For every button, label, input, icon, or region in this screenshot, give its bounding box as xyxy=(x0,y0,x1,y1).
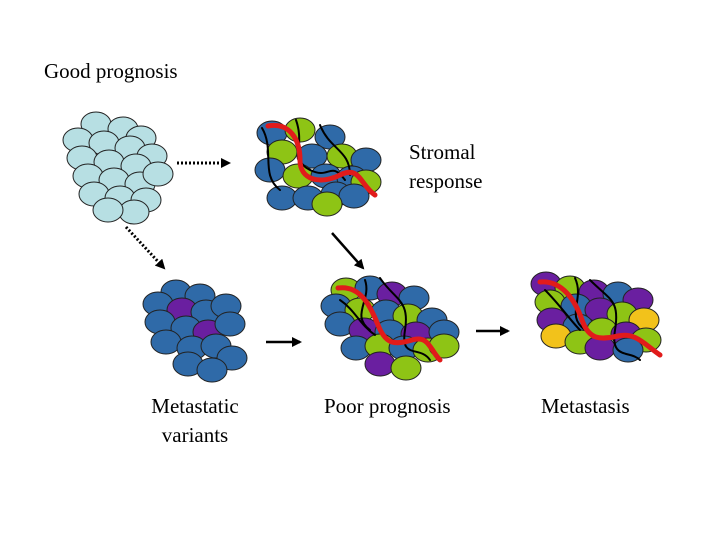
blood-vessel xyxy=(335,285,443,363)
normal-cell-cluster xyxy=(62,111,174,225)
stromal-cell xyxy=(311,191,343,217)
blood-vessel xyxy=(265,122,378,198)
metastasis-label: Metastasis xyxy=(541,394,630,418)
metastatic-variants-label-line2: variants xyxy=(161,423,229,447)
fiber xyxy=(544,289,581,331)
tumor-cell xyxy=(150,329,182,355)
normal-cell xyxy=(118,199,150,225)
tumor-cell xyxy=(338,183,370,209)
tumor-cell xyxy=(196,357,228,383)
fiber xyxy=(379,277,431,361)
normal-cell xyxy=(142,161,174,187)
fiber xyxy=(295,119,346,181)
stromal-response-cluster xyxy=(254,117,382,217)
stromal-cell xyxy=(390,355,422,381)
metastatic-variants-label-line1: Metastatic xyxy=(151,394,239,418)
fiber xyxy=(319,124,351,176)
arrow-stromal-to-poor xyxy=(331,232,365,270)
blood-vessel xyxy=(537,279,663,358)
normal-cell xyxy=(92,197,124,223)
good-prognosis-label: Good prognosis xyxy=(44,59,178,83)
fiber xyxy=(589,279,641,361)
tumor-cell xyxy=(214,311,246,337)
metastasis-cluster xyxy=(530,271,663,363)
poor-prognosis-cluster xyxy=(320,275,460,381)
metastatic-variants-cluster xyxy=(142,279,248,383)
stromal-response-label-line1: Stromal xyxy=(409,140,476,164)
fiber xyxy=(261,127,281,191)
stromal-response-label-line2: response xyxy=(409,169,483,193)
variant-cell xyxy=(364,351,396,377)
poor-prognosis-label: Poor prognosis xyxy=(324,394,451,418)
fiber xyxy=(339,299,376,336)
dotted-arrow-to-variants xyxy=(124,225,166,270)
